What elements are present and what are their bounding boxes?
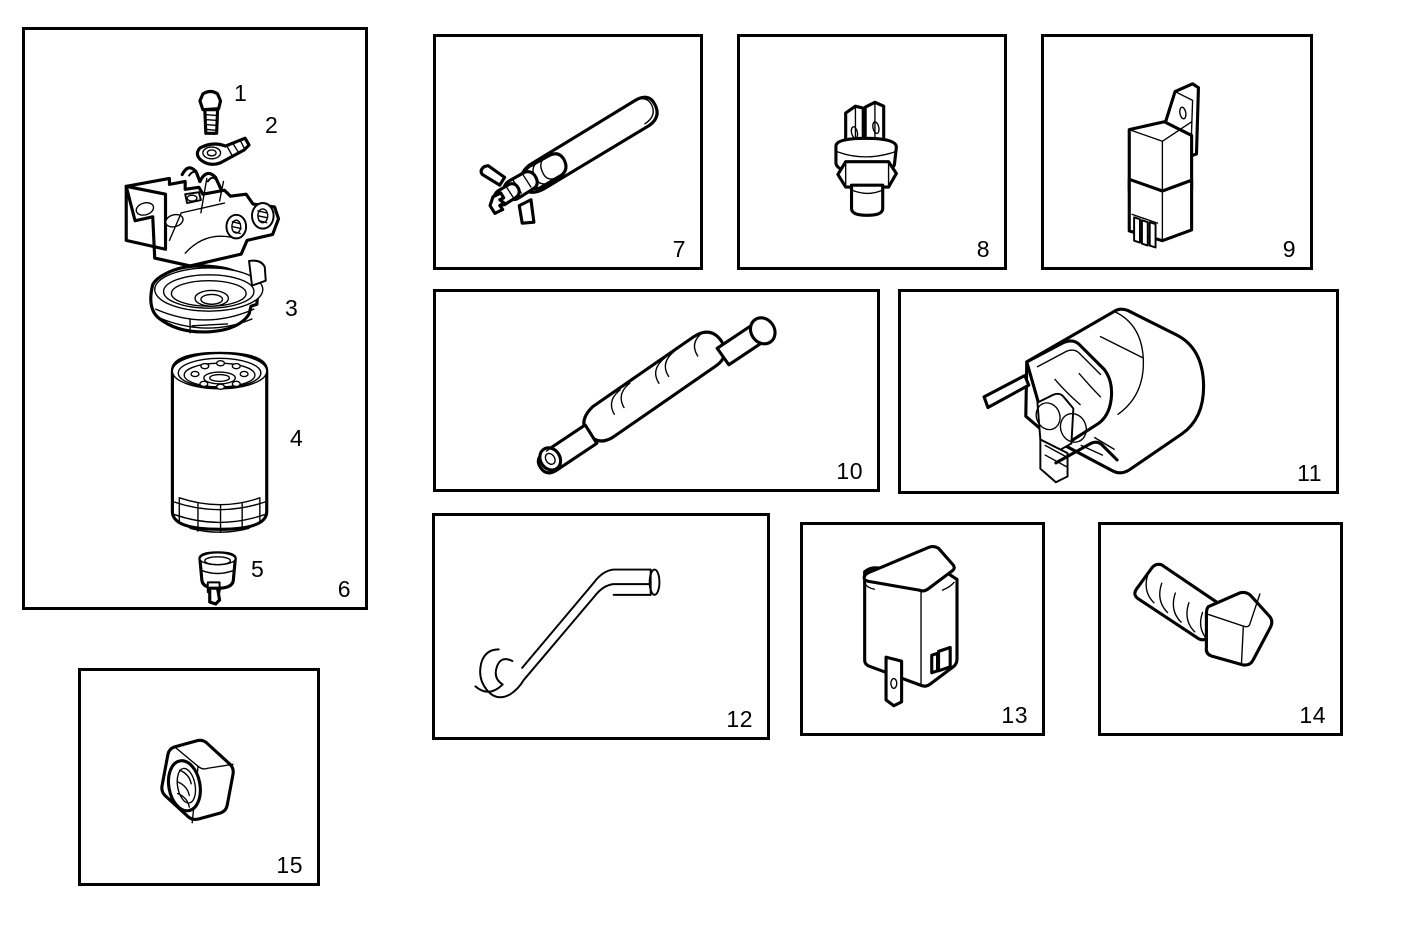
panel-15[interactable]: 15 [78, 668, 320, 886]
spin-on-filter-art [170, 351, 269, 533]
panel-11[interactable]: 11 [898, 289, 1339, 494]
panel-10[interactable]: 10 [433, 289, 880, 492]
hex-nut-art [160, 738, 235, 824]
panel-number-14: 14 [1299, 702, 1326, 728]
electric-fuel-pump-art [479, 95, 659, 225]
panel-7[interactable]: 7 [433, 34, 703, 270]
callout-1: 1 [234, 80, 247, 106]
panel-number-9: 9 [1282, 236, 1296, 262]
panel-13[interactable]: 13 [800, 522, 1045, 736]
panel-8-artwork [834, 100, 898, 217]
panel-number-7: 7 [672, 236, 686, 262]
panel-12[interactable]: 12 [432, 513, 770, 740]
relay-with-bracket-art [1127, 82, 1200, 249]
panel-8[interactable]: 8 [737, 34, 1007, 270]
hex-bolt-art [1133, 562, 1274, 667]
panel-6-artwork [124, 89, 281, 606]
panel-number-11: 11 [1297, 460, 1322, 486]
panel-12-artwork [474, 568, 661, 699]
callout-3: 3 [285, 295, 298, 321]
inline-fuel-filter-art [536, 316, 777, 475]
relay-art [862, 545, 959, 708]
panel-14[interactable]: 14 [1098, 522, 1343, 736]
temperature-switch-art [834, 100, 898, 217]
panel-6[interactable]: 1 2 3 4 5 6 [22, 27, 368, 610]
fuel-pump-holder-art [982, 307, 1206, 484]
callout-5: 5 [251, 556, 264, 582]
drain-valve-art [198, 551, 237, 606]
callout-4: 4 [290, 425, 303, 451]
panel-number-15: 15 [276, 852, 303, 878]
panel-9-artwork [1127, 82, 1200, 249]
fuel-hose-art [474, 568, 661, 699]
panel-number-12: 12 [726, 706, 753, 732]
panel-7-artwork [479, 95, 659, 225]
callout-2: 2 [265, 112, 278, 138]
filter-collar-art [149, 259, 267, 334]
banjo-union-art [195, 136, 251, 166]
filter-head-art [124, 166, 281, 268]
panel-number-10: 10 [836, 458, 863, 484]
panel-9[interactable]: 9 [1041, 34, 1313, 270]
panel-number-13: 13 [1001, 702, 1028, 728]
panel-number-8: 8 [976, 236, 990, 262]
panel-11-artwork [982, 307, 1206, 484]
panel-number-6: 6 [337, 576, 351, 602]
banjo-bolt-art [198, 89, 223, 135]
panel-10-artwork [536, 316, 777, 475]
